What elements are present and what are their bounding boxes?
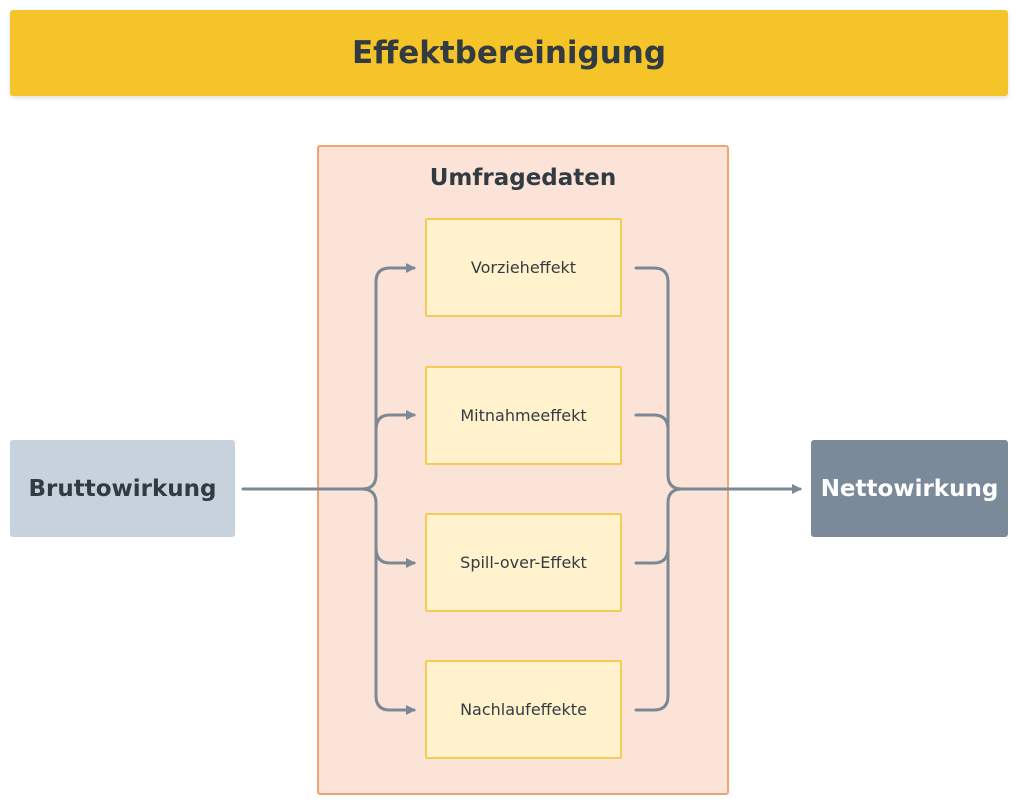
effect-label: Nachlaufeffekte: [460, 700, 587, 719]
diagram-title: Effektbereinigung: [351, 35, 667, 71]
effect-box-mitnahmeeffekt: Mitnahmeeffekt: [425, 366, 622, 465]
effect-box-nachlaufeffekte: Nachlaufeffekte: [425, 660, 622, 759]
survey-data-label: Umfragedaten: [429, 165, 617, 191]
effect-box-spillover: Spill-over-Effekt: [425, 513, 622, 612]
branch-to-nachlaufeffekte: [360, 487, 416, 715]
effect-label: Mitnahmeeffekt: [460, 406, 587, 425]
branch-to-vorzieheffekt: [360, 263, 416, 491]
merge-from-vorzieheffekt: [634, 266, 684, 491]
net-effect-label: Nettowirkung: [820, 475, 999, 502]
merge-from-spillover: [634, 546, 670, 565]
gross-effect-label: Bruttowirkung: [28, 475, 217, 502]
effect-label: Spill-over-Effekt: [460, 553, 587, 572]
effect-box-vorzieheffekt: Vorzieheffekt: [425, 218, 622, 317]
effect-label: Vorzieheffekt: [470, 258, 577, 277]
merge-from-nachlaufeffekte: [634, 487, 684, 712]
merge-from-mitnahmeeffekt: [634, 413, 670, 432]
branch-to-spillover: [374, 546, 416, 568]
net-effect-box: Nettowirkung: [811, 440, 1008, 537]
branch-to-mitnahmeeffekt: [374, 410, 416, 432]
gross-effect-box: Bruttowirkung: [10, 440, 235, 537]
title-bar: Effektbereinigung: [10, 10, 1008, 96]
